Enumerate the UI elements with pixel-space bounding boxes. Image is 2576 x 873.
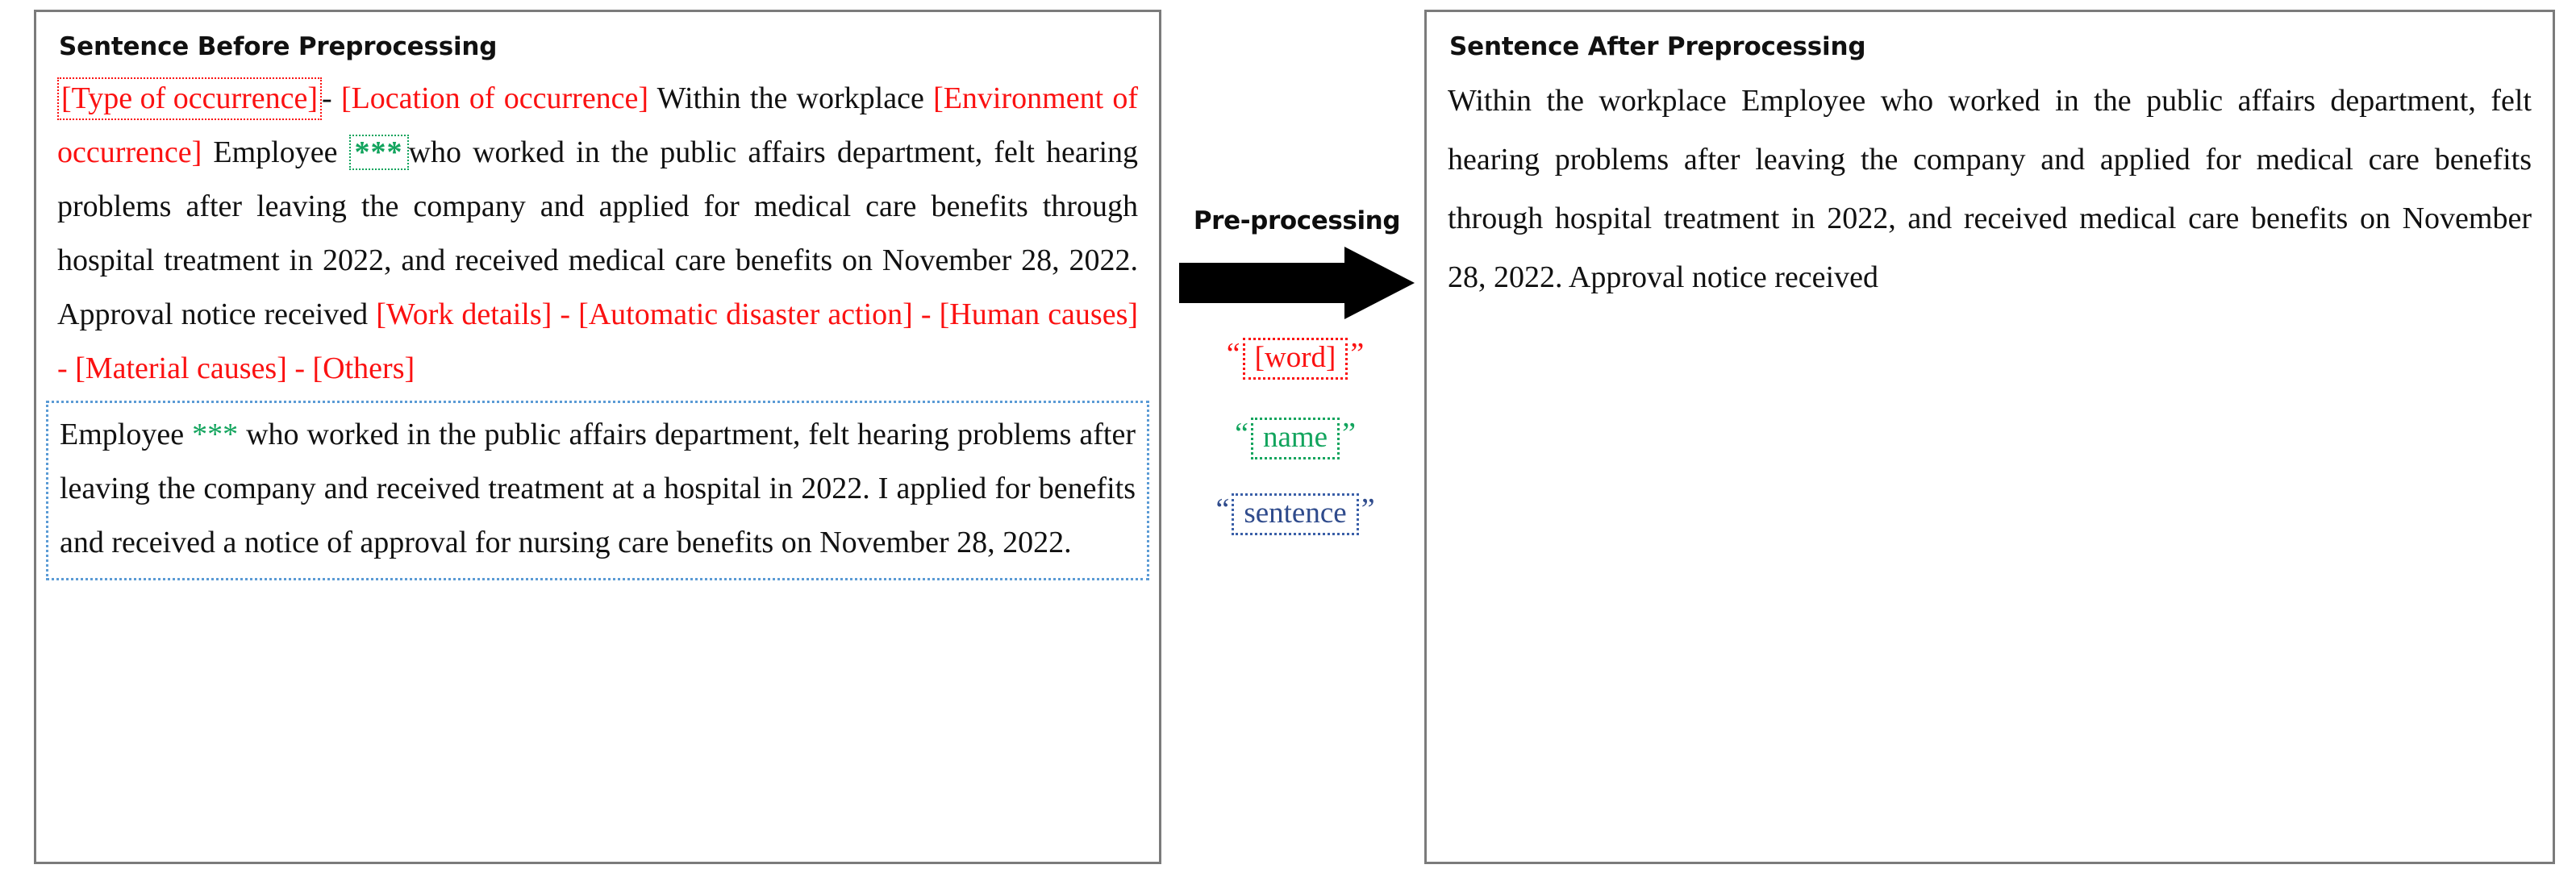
sentence-before-preprocessing-panel: Sentence Before Preprocessing [Type of o… bbox=[34, 10, 1161, 864]
legend-item-word: “ [word] ” bbox=[1168, 338, 1423, 380]
right-panel-title: Sentence After Preprocessing bbox=[1449, 32, 1866, 61]
before-preprocessing-text: [Type of occurrence]- [Location of occur… bbox=[57, 72, 1138, 396]
legend-name-close-quote: ” bbox=[1342, 417, 1356, 451]
legend-sentence-close-quote: ” bbox=[1361, 493, 1375, 526]
tag-location-of-occurrence: [Location of occurrence] bbox=[340, 81, 649, 116]
blue-text-employee: Employee bbox=[60, 418, 185, 452]
legend-item-name: “ name ” bbox=[1168, 418, 1423, 459]
original-sentence-block: Employee *** who worked in the public af… bbox=[46, 401, 1149, 581]
blue-text-rest: who worked in the public affairs departm… bbox=[60, 418, 1136, 560]
tag-material-causes: [Material causes] bbox=[75, 351, 287, 386]
tag-type-of-occurrence: [Type of occurrence] bbox=[57, 77, 323, 121]
legend-sentence-open-quote: “ bbox=[1215, 493, 1230, 526]
separator-5: - bbox=[294, 351, 306, 386]
tag-automatic-disaster-action: [Automatic disaster action] bbox=[578, 297, 913, 332]
tag-others: [Others] bbox=[312, 351, 415, 386]
separator-1: - bbox=[322, 81, 332, 116]
preprocessing-label: Pre-processing bbox=[1193, 206, 1401, 235]
legend-word-label: [word] bbox=[1242, 338, 1348, 380]
tag-environment-of-occurrence: [Environment of occurrence] bbox=[57, 81, 1139, 170]
legend-word-open-quote: “ bbox=[1226, 337, 1240, 371]
text-within-the-workplace: Within the workplace bbox=[657, 81, 924, 116]
preprocessing-connector: Pre-processing “ [word] ” “ name ” “ sen… bbox=[1168, 0, 1423, 873]
blue-masked-name-token: *** bbox=[192, 418, 239, 452]
text-main-narrative: who worked in the public affairs departm… bbox=[57, 135, 1139, 332]
sentence-after-preprocessing-panel: Sentence After Preprocessing Within the … bbox=[1424, 10, 2555, 864]
after-preprocessing-text: Within the workplace Employee who worked… bbox=[1448, 84, 2532, 295]
separator-3: - bbox=[920, 297, 932, 332]
tag-work-details: [Work details] bbox=[376, 297, 552, 332]
legend-name-label: name bbox=[1250, 418, 1340, 459]
left-panel-title: Sentence Before Preprocessing bbox=[59, 32, 498, 61]
legend-name-open-quote: “ bbox=[1235, 417, 1248, 451]
legend-word-close-quote: ” bbox=[1350, 337, 1365, 371]
legend-sentence-label: sentence bbox=[1232, 493, 1359, 535]
masked-name-token: *** bbox=[348, 135, 409, 171]
legend-item-sentence: “ sentence ” bbox=[1168, 493, 1423, 535]
separator-2: - bbox=[560, 297, 570, 332]
separator-4: - bbox=[57, 351, 68, 386]
text-employee: Employee bbox=[213, 135, 338, 170]
right-arrow-icon bbox=[1179, 247, 1415, 319]
original-sentence-text: Employee *** who worked in the public af… bbox=[60, 408, 1136, 570]
tag-human-causes: [Human causes] bbox=[939, 297, 1139, 332]
